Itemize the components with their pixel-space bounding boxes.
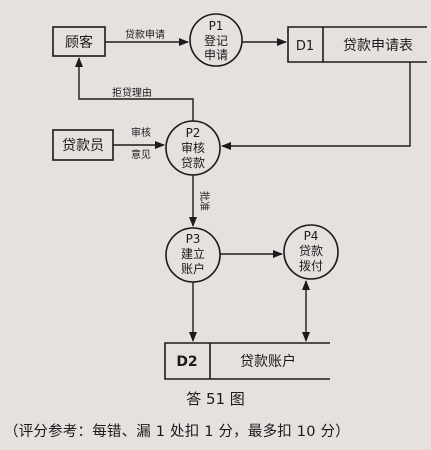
process-p3: P3 建立 账户 [165, 227, 221, 283]
figure-caption: 答 51 图 [186, 390, 245, 408]
process-p4-id: P4 [304, 229, 319, 243]
datastore-d1-id: D1 [296, 39, 314, 54]
entity-customer: 顾客 [52, 26, 106, 57]
datastore-d1: D1 贷款申请表 [287, 26, 427, 63]
flow-approve-label: 批准 [198, 191, 211, 211]
scoring-note: （评分参考：每错、漏 1 处扣 1 分，最多扣 10 分） [4, 424, 350, 440]
process-p2-line1: 审核 [181, 140, 205, 155]
process-p4-line2: 拨付 [299, 259, 323, 273]
entity-customer-label: 顾客 [65, 34, 93, 51]
flow-loan-application: 贷款申请 [105, 28, 189, 46]
process-p3-id: P3 [186, 232, 201, 246]
flow-reject-reason-label: 拒贷理由 [112, 86, 152, 99]
process-p2-line2: 贷款 [181, 156, 205, 170]
flow-audit-opinion-label-1: 审核 [131, 126, 151, 139]
process-p1-line1: 登记 [204, 33, 228, 48]
process-p2-id: P2 [186, 126, 201, 140]
process-p1: P1 登记 申请 [189, 13, 243, 67]
datastore-d1-name: 贷款申请表 [343, 38, 413, 54]
process-p1-line2: 申请 [204, 48, 228, 62]
process-p4: P4 贷款 拨付 [283, 224, 339, 280]
datastore-d2: D2 贷款账户 [164, 342, 330, 380]
entity-loan-officer: 贷款员 [52, 129, 114, 161]
datastore-d2-name: 贷款账户 [240, 353, 296, 370]
datastore-d2-id: D2 [176, 354, 197, 370]
flow-reject-reason: 拒贷理由 [75, 57, 194, 121]
entity-loan-officer-label: 贷款员 [62, 138, 104, 154]
process-p3-line2: 账户 [181, 261, 205, 276]
process-p1-id: P1 [209, 19, 224, 33]
process-p3-line1: 建立 [181, 246, 205, 261]
flow-d1-to-p2 [221, 62, 411, 150]
flow-audit-opinion-label-2: 意见 [131, 148, 151, 161]
process-p4-line1: 贷款 [299, 244, 323, 258]
process-p2: P2 审核 贷款 [165, 120, 221, 176]
flow-audit-opinion: 审核 意见 [113, 126, 165, 161]
flow-approve: 批准 [189, 175, 211, 227]
flow-loan-application-label: 贷款申请 [125, 28, 165, 41]
